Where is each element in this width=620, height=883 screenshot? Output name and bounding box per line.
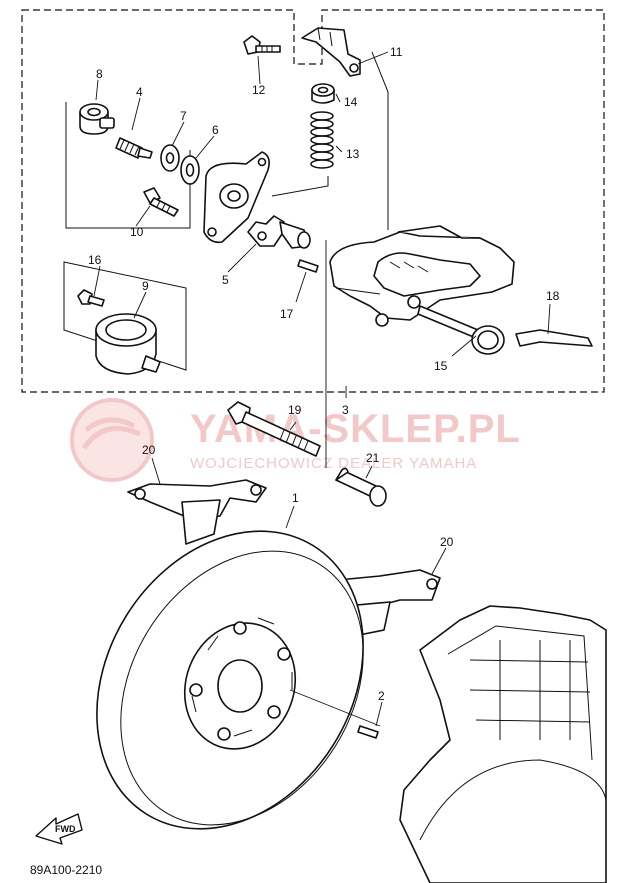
part-15-pin [417,305,505,355]
part-2-pin [357,725,379,739]
label-part-6: 6 [212,123,219,137]
label-part-19: 19 [288,403,302,417]
diagram-code: 89A100-2210 [30,863,102,877]
label-part-16: 16 [88,253,102,267]
part-6-washer [180,155,200,185]
label-part-2: 2 [378,689,385,703]
label-part-4: 4 [136,85,143,99]
label-part-20-upper: 20 [142,443,156,457]
label-part-21: 21 [366,451,380,465]
label-part-14: 14 [344,95,358,109]
part-14-nut [311,83,335,104]
label-part-5: 5 [222,273,229,287]
assembly-frame [21,9,605,393]
label-part-7: 7 [180,109,187,123]
part-18-clip [515,329,593,347]
label-part-13: 13 [346,147,360,161]
part-bracket [203,151,270,244]
watermark-subtitle: WOJCIECHOWICZ DEALER YAMAHA [190,455,477,472]
fwd-label: FWD [55,824,76,834]
part-20-pad-upper [127,479,267,545]
subgroup-bracket-right [371,51,389,230]
fork-leg-outline [399,605,607,883]
part-21-sleeve [335,467,387,507]
label-part-1: 1 [292,491,299,505]
label-part-9: 9 [142,279,149,293]
part-16-bolt [77,289,105,307]
label-part-15: 15 [434,359,448,373]
label-part-17: 17 [280,307,294,321]
caliper-body [329,225,515,327]
label-part-3: 3 [342,403,349,417]
label-part-8: 8 [96,67,103,81]
part-13-spring [310,111,334,169]
fwd-arrow-icon: FWD [35,813,83,845]
part-number-labels: 8 4 7 6 10 5 16 9 11 12 14 13 17 15 18 3… [88,45,560,703]
part-8-cap [79,103,115,135]
label-part-20-lower: 20 [440,535,454,549]
part-4-adjusting-screw [115,137,153,159]
part-7-nut [160,144,180,172]
part-1-brake-disc [96,530,364,830]
label-part-18: 18 [546,289,560,303]
part-10-bolt [143,187,179,217]
label-part-10: 10 [130,225,144,239]
label-part-12: 12 [252,83,266,97]
leader-lines [93,51,551,727]
part-12-bolt [243,35,281,55]
watermark-logo [70,398,154,482]
part-11-bracket [301,27,361,77]
subgroup-bracket-upper [65,102,191,229]
subgroup-bracket-lower [63,261,187,371]
subgroup-bracket-mid [271,176,329,197]
part-5-lever [247,215,311,249]
label-part-11: 11 [390,45,403,59]
part-9-cover [95,313,161,375]
part-17-pin [297,259,319,273]
part-19-bolt [227,401,321,457]
